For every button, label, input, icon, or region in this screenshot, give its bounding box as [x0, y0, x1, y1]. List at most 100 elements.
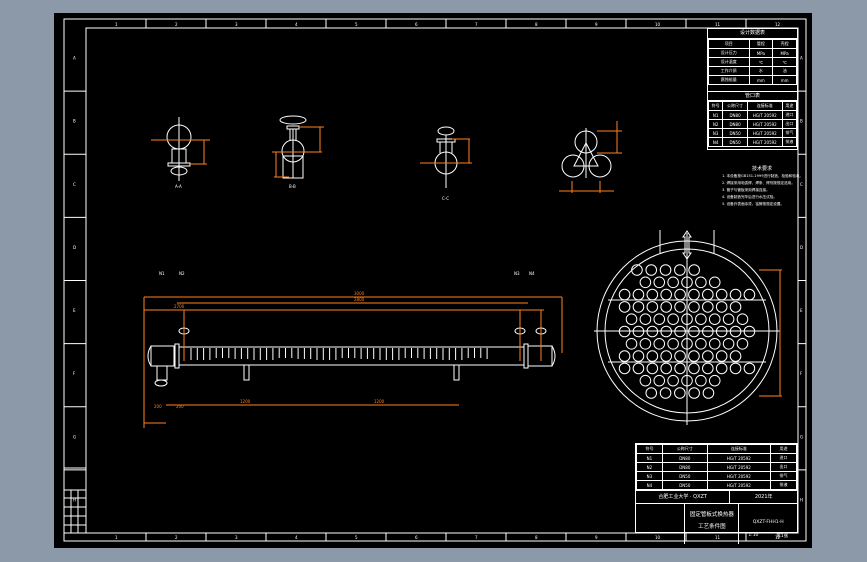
tube-hole	[674, 362, 686, 375]
table-cell: mm	[748, 75, 774, 85]
tube-hole	[632, 288, 645, 301]
right-flange	[523, 343, 529, 369]
table-cell: HG/T 20592	[706, 453, 772, 463]
table-cell: 用途	[770, 444, 797, 454]
tube-hole	[722, 338, 735, 350]
table-cell: HG/T 20592	[746, 110, 783, 120]
table-cell: DN80	[661, 462, 708, 472]
table-cell: mm	[772, 75, 797, 85]
tube-hole	[715, 288, 728, 301]
tube-hole	[729, 288, 742, 301]
tube-hole	[646, 350, 659, 362]
zone-label-bottom: 8	[535, 535, 538, 540]
table-cell: ℃	[748, 57, 774, 67]
table-cell: HG/T 20592	[746, 137, 783, 147]
zone-label-left: E	[73, 308, 76, 313]
tube-hole	[715, 350, 728, 362]
table-cell: N3	[636, 471, 663, 481]
shell-right-head	[527, 345, 553, 367]
tube-hole	[653, 338, 666, 350]
zone-label-right: E	[800, 308, 803, 313]
tube-hole	[681, 338, 693, 350]
tube-hole	[708, 313, 721, 326]
zone-label-right: G	[800, 434, 803, 439]
tube-hole	[659, 264, 672, 276]
zone-label-bottom: 4	[295, 535, 298, 540]
tube-hole	[632, 325, 645, 338]
tube-hole	[736, 313, 749, 326]
tube-hole	[688, 301, 700, 313]
left-head-cap	[147, 345, 152, 367]
table-cell: 水	[748, 66, 774, 76]
table-cell: N4	[636, 480, 663, 490]
tube-hole	[674, 350, 686, 362]
table-cell: HG/T 20592	[706, 471, 772, 481]
tube-hole	[618, 325, 631, 338]
zone-label-top: 5	[355, 22, 358, 27]
zone-label-top: 10	[655, 22, 661, 27]
tube-hole	[729, 350, 742, 362]
tech-req-item: 2. 焊接采用电弧焊，焊条、焊剂按规定选用。	[722, 181, 795, 185]
table-cell: MPa	[772, 48, 797, 58]
tube-hole	[715, 325, 728, 338]
dimension-text: 1200	[374, 399, 385, 404]
tube-hole	[688, 350, 700, 362]
tube-hole	[729, 362, 742, 375]
tube-hole	[618, 288, 631, 301]
dimension-text: 200	[176, 404, 184, 409]
table-cell: ℃	[772, 57, 797, 67]
nozzle-label: N2	[179, 271, 185, 276]
tube-hole	[688, 325, 700, 338]
tube-hole	[722, 313, 735, 326]
title-nozzle-header: 符号公称尺寸连接标准用途	[636, 444, 797, 454]
section-view-b: B-B	[272, 115, 324, 189]
tube-hole	[667, 276, 679, 289]
zone-label-bottom: 9	[595, 535, 598, 540]
nozzle-table-title: 管口表	[708, 91, 797, 101]
tube-hole	[674, 264, 686, 276]
tube-hole	[736, 338, 749, 350]
tech-req-item: 4. 设备制造完毕后进行水压试验。	[722, 195, 777, 199]
tube-hole	[743, 288, 756, 301]
table-cell: 管程	[748, 39, 774, 49]
table-cell: 排液	[781, 137, 798, 147]
sheet-value: 第1张	[776, 534, 789, 539]
zone-label-top: 4	[295, 22, 298, 27]
dimension-text: 200	[154, 404, 162, 409]
dimension-text: 1200	[240, 399, 251, 404]
zone-label-right: B	[800, 119, 803, 124]
section-view-c: C-C	[420, 126, 472, 201]
table-cell: N2	[636, 462, 663, 472]
table-cell: DN80	[722, 119, 748, 129]
table-cell: DN50	[661, 480, 708, 490]
table-cell: HG/T 20592	[746, 119, 783, 129]
table-cell: DN50	[722, 128, 748, 138]
zone-label-top: 12	[775, 22, 781, 27]
zone-label-top: 8	[535, 22, 538, 27]
table-cell: DN80	[661, 453, 708, 463]
nozzle-label: N3	[514, 271, 520, 276]
tech-req-item: 5. 设备外表面涂漆，铭牌按规定设置。	[722, 202, 785, 206]
tube-hole	[681, 276, 693, 289]
zone-label-left: D	[73, 245, 76, 250]
tube-hole	[674, 301, 686, 313]
zone-label-right: A	[800, 56, 803, 61]
left-flange	[174, 343, 180, 369]
zone-label-bottom: 6	[415, 535, 418, 540]
tube-hole	[618, 362, 631, 375]
zone-label-right: F	[800, 371, 803, 376]
tube-hole	[674, 325, 686, 338]
design-data-row: 工作介质水油	[708, 66, 797, 76]
tube-hole	[625, 338, 638, 350]
zone-label-left: F	[73, 371, 76, 376]
drawing-number: QXZT-FHH1-H	[752, 520, 784, 525]
zone-label-left: H	[73, 497, 76, 502]
tube-hole	[702, 301, 714, 313]
zone-label-top: 1	[115, 22, 118, 27]
